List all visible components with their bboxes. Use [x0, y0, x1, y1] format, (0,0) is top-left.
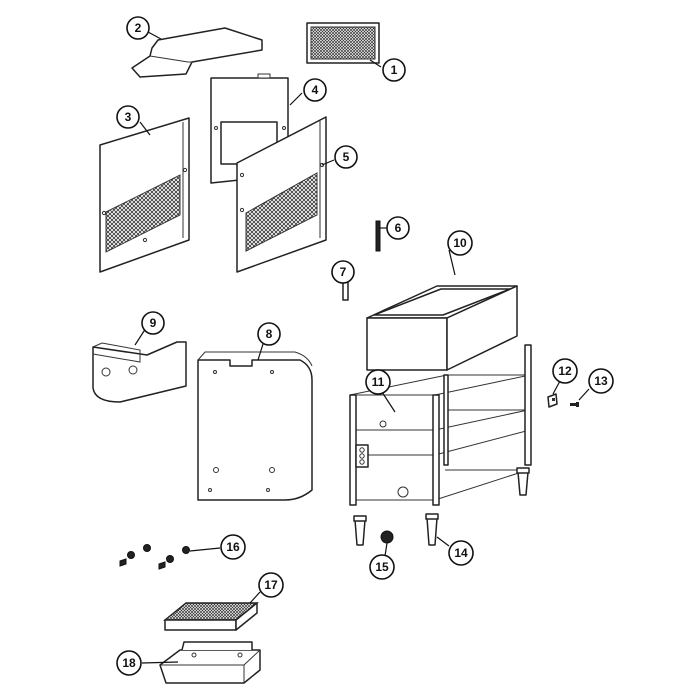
callout-label: 8 [266, 327, 273, 341]
callout-label: 14 [454, 546, 468, 560]
part-5-right-side-panel [236, 116, 327, 273]
part-6-rod [375, 220, 381, 252]
callout-16: 16 [220, 534, 246, 560]
callout-label: 16 [226, 540, 240, 554]
leader-lines [134, 31, 590, 664]
callout-13: 13 [588, 368, 614, 394]
callout-label: 3 [125, 110, 132, 124]
callout-label: 2 [135, 21, 142, 35]
callout-8: 8 [257, 322, 281, 346]
callout-15: 15 [369, 554, 395, 580]
callout-11: 11 [365, 369, 391, 395]
callout-label: 9 [150, 316, 157, 330]
part-3-left-side-panel [99, 117, 190, 273]
callout-label: 12 [558, 364, 572, 378]
callout-18: 18 [116, 650, 142, 676]
callout-14: 14 [448, 540, 474, 566]
callout-5: 5 [334, 145, 358, 169]
callout-label: 1 [391, 63, 398, 77]
callout-10: 10 [447, 230, 473, 256]
callout-9: 9 [141, 311, 165, 335]
callout-7: 7 [331, 260, 355, 284]
part-11-base-frame [349, 344, 532, 506]
callout-12: 12 [552, 358, 578, 384]
part-16-fasteners [119, 544, 190, 570]
part-18-drip-tray [159, 641, 261, 684]
part-17-drip-grate [163, 602, 259, 631]
callout-label: 11 [372, 375, 385, 389]
callout-label: 10 [453, 236, 467, 250]
callout-label: 7 [340, 265, 347, 279]
part-15-nut [380, 530, 394, 544]
part-10-tub [366, 285, 518, 371]
part-14-legs [353, 467, 530, 546]
callout-17: 17 [258, 572, 284, 598]
part-12-bracket [547, 393, 558, 408]
callout-label: 18 [122, 656, 136, 670]
callout-1: 1 [382, 58, 406, 82]
callout-2: 2 [126, 16, 150, 40]
callout-6: 6 [386, 216, 410, 240]
callout-4: 4 [303, 78, 327, 102]
callout-label: 13 [594, 374, 608, 388]
callout-label: 15 [375, 560, 389, 574]
callout-label: 4 [312, 83, 319, 97]
callout-label: 5 [343, 150, 350, 164]
part-8-front-shroud [197, 351, 313, 501]
part-2-top-cover [131, 27, 263, 78]
part-13-screw [570, 402, 579, 407]
part-9-front-bumper [92, 341, 187, 403]
part-1-filter-screen [306, 22, 380, 64]
callout-3: 3 [116, 105, 140, 129]
callout-label: 17 [264, 578, 278, 592]
callout-label: 6 [395, 221, 402, 235]
